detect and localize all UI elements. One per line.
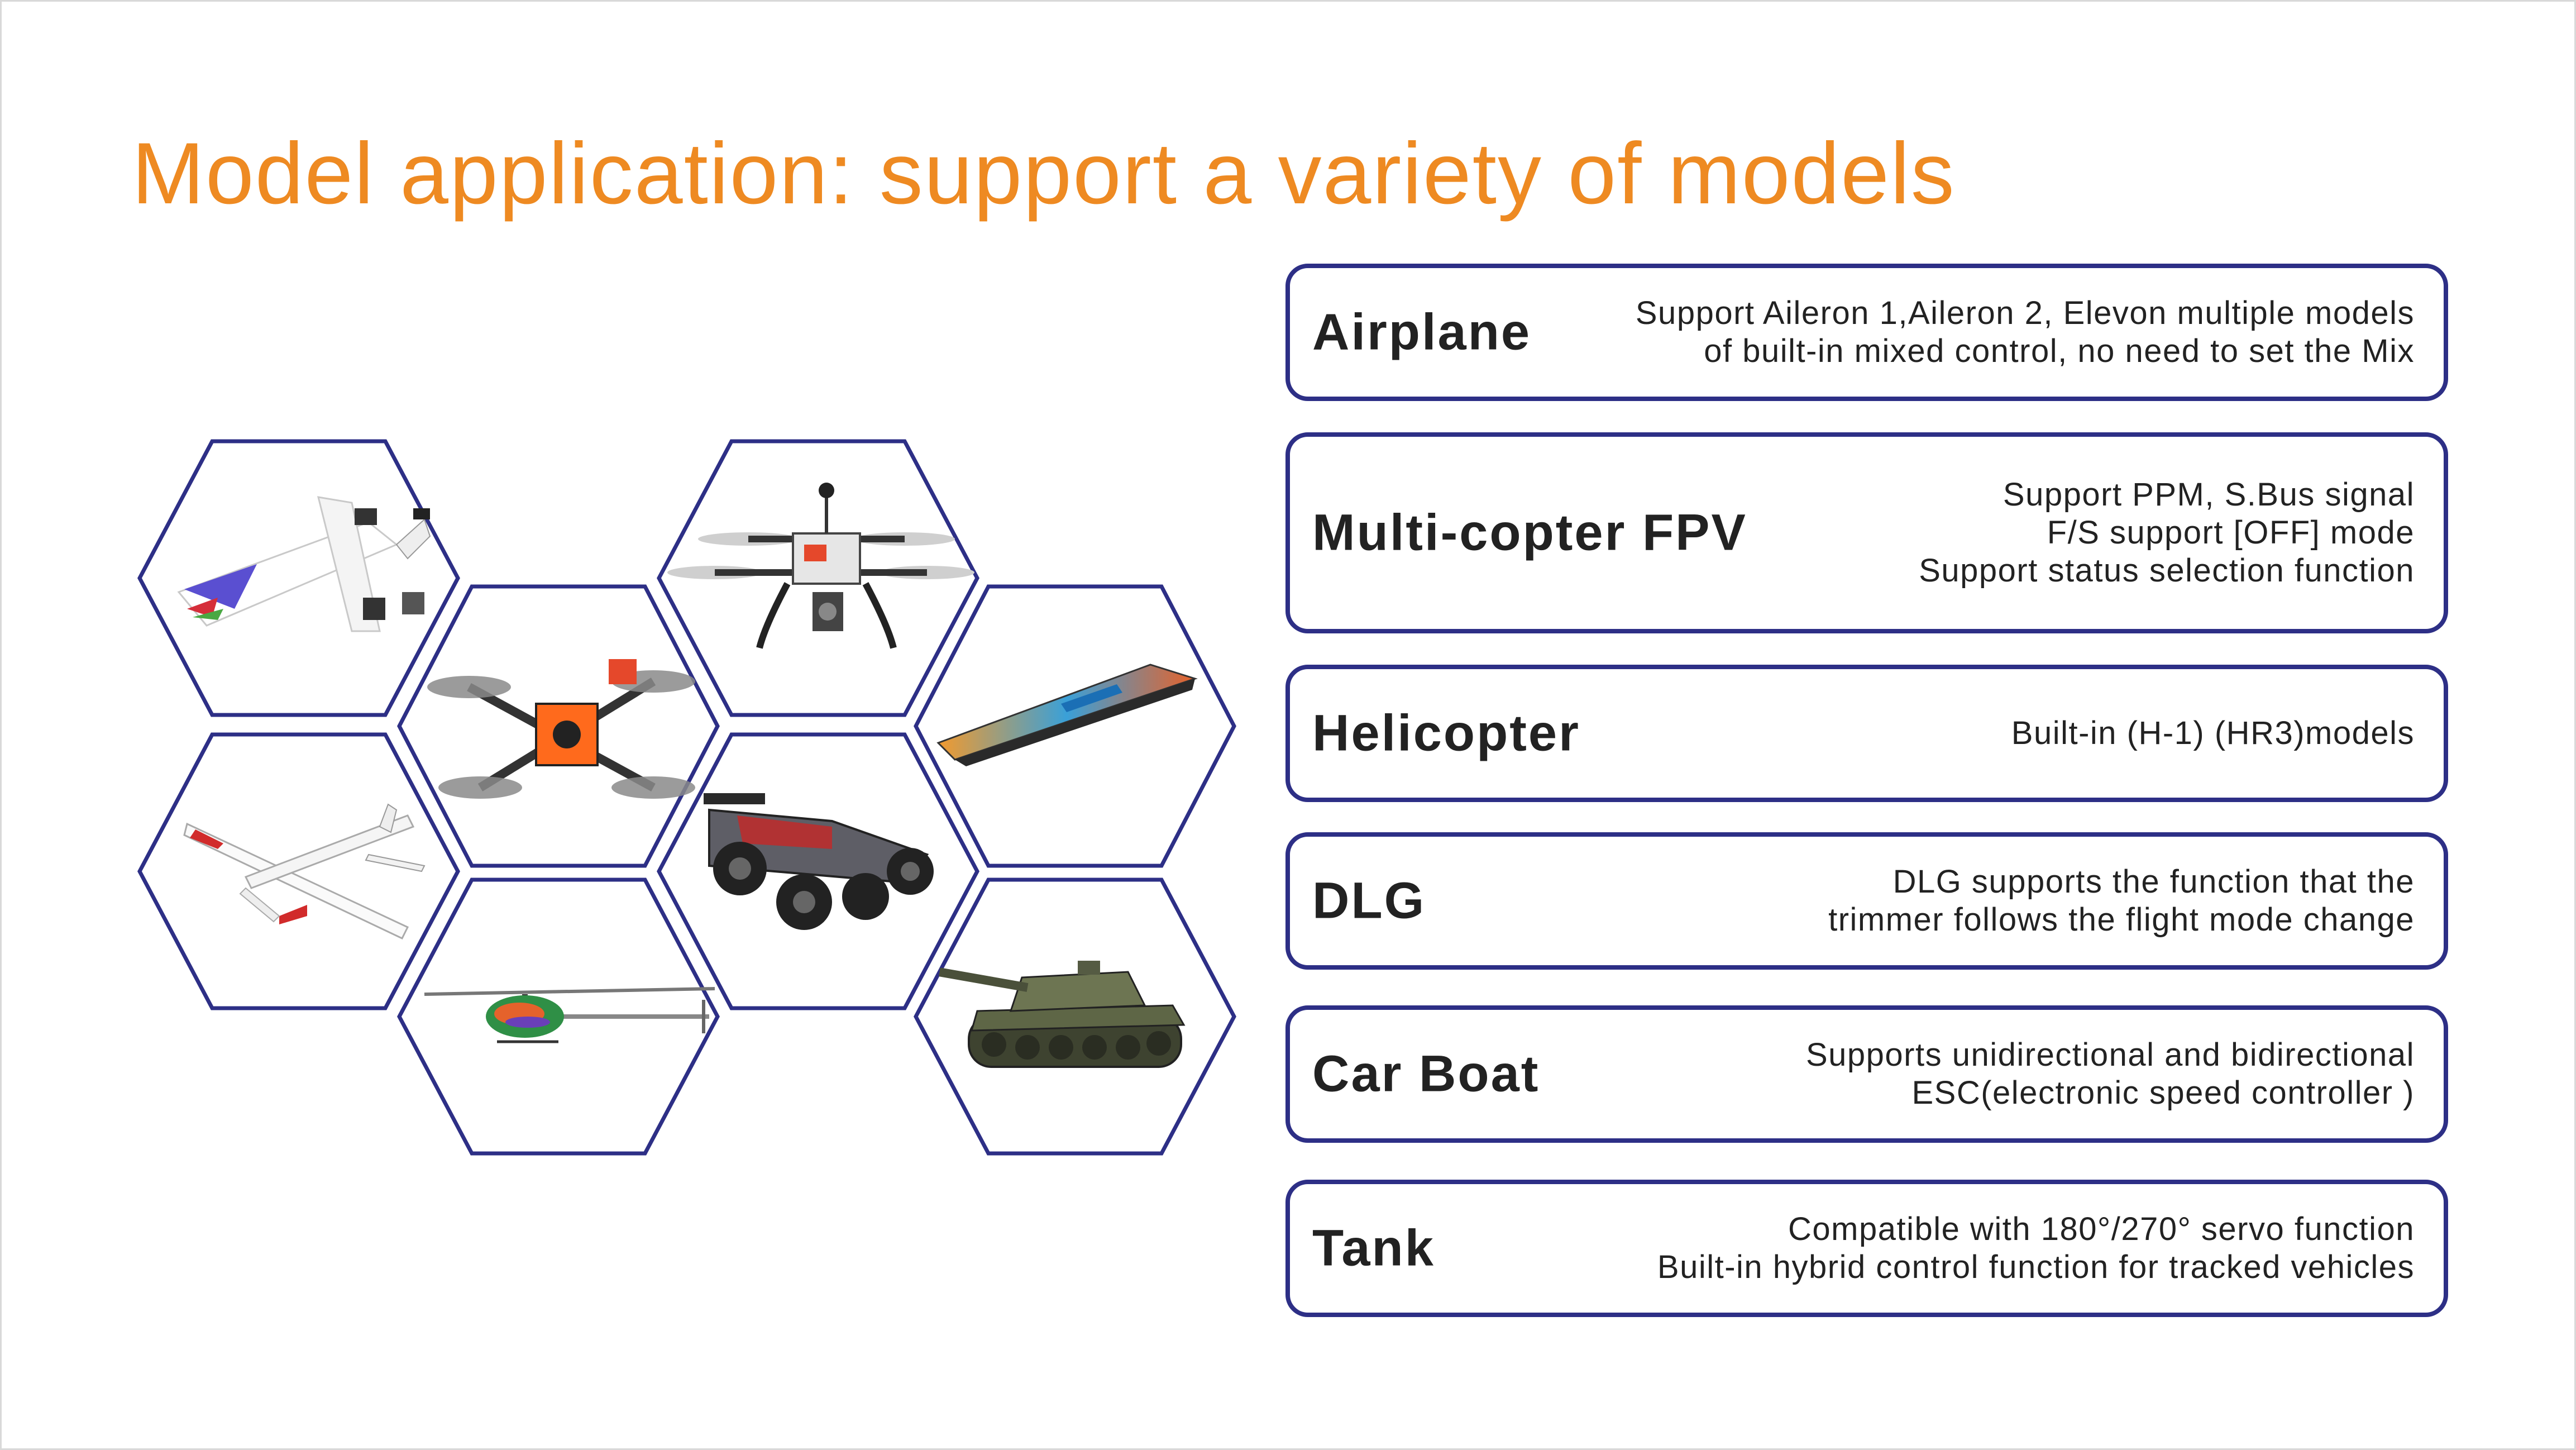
buggy-car-image (704, 793, 934, 930)
aerobatic-airplane-image (177, 496, 431, 632)
tank-image (939, 961, 1186, 1068)
speed-boat-image (936, 664, 1198, 766)
buggy-car-hex (657, 732, 979, 1010)
feature-name: Tank (1312, 1219, 1435, 1277)
racing-quadcopter-image (427, 659, 695, 799)
feature-card-dlg: DLG DLG supports the function that the t… (1285, 832, 2448, 970)
feature-card-helicopter: Helicopter Built-in (H-1) (HR3)models (1285, 665, 2448, 802)
tank-hex (914, 877, 1236, 1156)
feature-name: Multi-copter FPV (1312, 504, 1747, 561)
feature-description: Built-in (H-1) (HR3)models (2011, 714, 2415, 752)
feature-description-line: of built-in mixed control, no need to se… (1704, 333, 2415, 369)
camera-quadcopter-image (667, 483, 974, 649)
helicopter-image (424, 987, 715, 1043)
feature-name: Helicopter (1312, 704, 1580, 762)
feature-name: DLG (1312, 872, 1426, 929)
feature-card-airplane: Airplane Support Aileron 1,Aileron 2, El… (1285, 264, 2448, 401)
camera-quadcopter-hex (657, 439, 979, 717)
feature-description: DLG supports the function that the trimm… (1828, 863, 2415, 939)
feature-description-line: Support PPM, S.Bus signal (2003, 476, 2415, 513)
feature-name: Car Boat (1312, 1045, 1540, 1103)
feature-description-line: ESC(electronic speed controller ) (1911, 1075, 2415, 1111)
feature-description-line: Support Aileron 1,Aileron 2, Elevon mult… (1635, 295, 2415, 331)
feature-name: Airplane (1312, 303, 1532, 361)
feature-description: Support PPM, S.Bus signal F/S support [O… (1919, 476, 2415, 590)
helicopter-hex (397, 877, 720, 1156)
feature-description-line: Compatible with 180°/270° servo function (1788, 1211, 2415, 1247)
feature-card-tank: Tank Compatible with 180°/270° servo fun… (1285, 1180, 2448, 1317)
page-title: Model application: support a variety of … (132, 125, 1956, 222)
feature-description-line: trimmer follows the flight mode change (1828, 902, 2415, 938)
feature-description-line: Built-in (H-1) (HR3)models (2011, 715, 2415, 751)
feature-description-line: Built-in hybrid control function for tra… (1657, 1249, 2415, 1285)
racing-quadcopter-hex (397, 584, 720, 868)
aerobatic-airplane-hex (137, 439, 460, 717)
feature-description-line: Support status selection function (1919, 552, 2415, 589)
feature-description: Support Aileron 1,Aileron 2, Elevon mult… (1636, 294, 2415, 370)
feature-description-line: Supports unidirectional and bidirectiona… (1805, 1037, 2415, 1073)
feature-card-multi-copter-fpv: Multi-copter FPV Support PPM, S.Bus sign… (1285, 432, 2448, 633)
speed-boat-hex (914, 584, 1236, 868)
feature-description: Compatible with 180°/270° servo function… (1657, 1210, 2415, 1286)
model-hexagon-gallery (134, 424, 1251, 1195)
feature-description-line: F/S support [OFF] mode (2047, 514, 2415, 551)
glider-image (183, 803, 426, 939)
glider-hex (137, 732, 460, 1010)
feature-card-car-boat: Car Boat Supports unidirectional and bid… (1285, 1005, 2448, 1143)
feature-description-line: DLG supports the function that the (1892, 864, 2415, 900)
feature-description: Supports unidirectional and bidirectiona… (1806, 1036, 2415, 1112)
